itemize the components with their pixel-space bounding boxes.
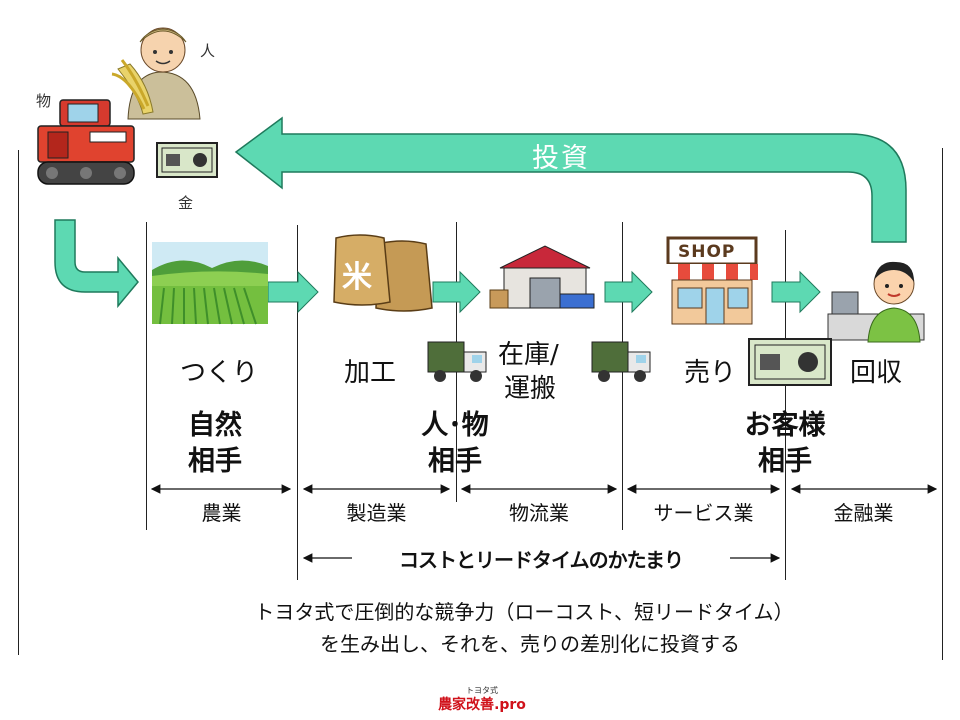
money-label: 金 [178,194,194,212]
harvester-icon [37,99,135,185]
rice-bag-char: 米 [342,260,372,295]
truck-icon-2 [591,341,651,382]
customer-line2: 相手 [758,446,812,477]
stage-process: 加工 [344,358,397,388]
banknote-icon-sell [748,338,832,386]
brand-logo-small: トヨタ式 [466,686,498,695]
cashier-icon [827,261,925,343]
investment-label: 投資 [532,143,590,174]
industry-finance: 金融業 [833,501,894,525]
nature-line2: 相手 [188,446,242,477]
person-label: 人 [200,42,216,60]
nature-line1: 自然 [188,410,242,441]
rice-field-icon [152,242,268,325]
brand-logo: トヨタ式 農家改善.pro [437,686,527,714]
shop-sign: SHOP [678,242,736,262]
brand-logo-suffix: .pro [494,697,526,713]
stage-sell: 売り [684,358,737,388]
people-line1: 人･物 [421,410,489,441]
summary-note-line1: トヨタ式で圧倒的な競争力（ローコスト、短リードタイム） [254,600,794,624]
divider-line-2 [297,225,298,580]
customer-line1: お客様 [744,410,826,441]
summary-note-line2: を生み出し、それを、売りの差別化に投資する [320,632,740,656]
divider-line-4 [622,222,623,530]
nature-counterpart: 自然 相手 [160,408,270,480]
divider-line-left-border [18,150,19,655]
stage-stock-line1: 在庫/ [498,340,559,370]
divider-line-1 [146,222,147,530]
industry-agriculture: 農業 [201,501,242,525]
people-counterpart: 人･物 相手 [400,408,510,480]
cost-leadtime-label: コストとリードタイムのかたまり [399,548,684,572]
truck-icon-1 [427,341,487,382]
industry-manufacturing: 製造業 [346,501,407,525]
warehouse-icon [489,245,595,309]
industry-service: サービス業 [653,501,754,525]
brand-logo-main: 農家改善 [438,697,495,713]
customer-counterpart: お客様 相手 [722,408,848,480]
banknote-icon [156,142,218,178]
stage-collect: 回収 [850,358,903,388]
summary-note: トヨタ式で圧倒的な競争力（ローコスト、短リードタイム） を生み出し、それを、売り… [0,596,960,660]
shop-icon [666,236,758,325]
stage-stock-line2: 運搬 [504,374,557,404]
divider-line-right-border [942,148,943,660]
thing-label: 物 [36,92,52,110]
farmer-icon [111,27,201,120]
divider-line-5 [785,230,786,580]
people-line2: 相手 [428,446,482,477]
rice-bag-icon [333,234,433,312]
stage-make: つくり [180,358,259,388]
industry-logistics: 物流業 [509,501,569,525]
